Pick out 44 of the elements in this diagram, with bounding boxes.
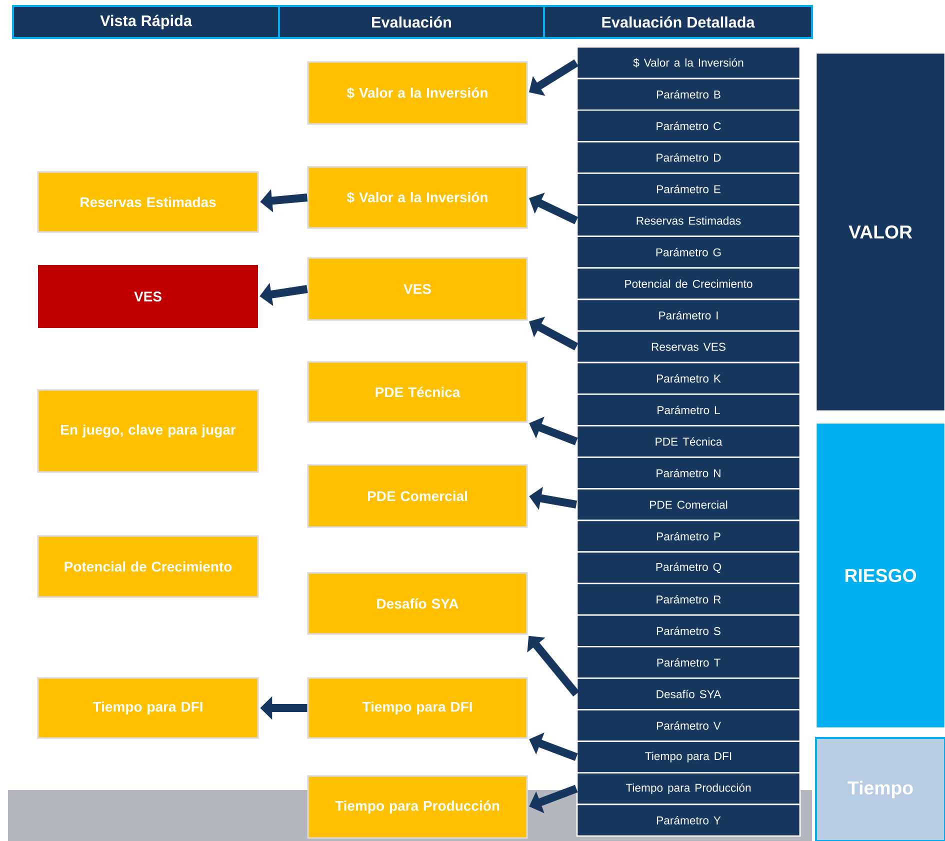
parameter-row: Parámetro S <box>576 614 801 648</box>
parameter-row: Parámetro K <box>576 362 801 395</box>
parameter-row: Parámetro P <box>576 520 801 553</box>
parameter-row: Tiempo para DFI <box>576 740 801 774</box>
parameter-row: Parámetro T <box>576 646 801 679</box>
parameter-row: Parámetro B <box>576 78 801 111</box>
parameter-row: $ Valor a la Inversión <box>576 46 801 80</box>
evaluation-box: PDE Técnica <box>307 361 528 423</box>
parameter-row: Parámetro E <box>576 172 801 206</box>
parameter-row: Parámetro V <box>576 709 801 742</box>
evaluation-box: Tiempo para Producción <box>307 775 528 839</box>
parameter-row: Reservas VES <box>576 330 801 364</box>
header-cell: Evaluación Detallada <box>543 5 813 39</box>
summary-box: VES <box>38 265 258 328</box>
summary-box: En juego, clave para jugar <box>37 389 259 473</box>
parameter-row: Parámetro R <box>576 582 801 616</box>
evaluation-box: $ Valor a la Inversión <box>307 166 528 229</box>
parameter-row: Potencial de Crecimiento <box>576 267 801 300</box>
category-band: VALOR <box>815 52 945 412</box>
header-cell: Evaluación <box>278 5 545 39</box>
parameter-row: Parámetro C <box>576 109 801 142</box>
parameter-row: Parámetro Q <box>576 551 801 584</box>
parameter-row: Parámetro L <box>576 393 801 426</box>
summary-box: Reservas Estimadas <box>37 171 259 233</box>
parameter-row: PDE Comercial <box>576 488 801 522</box>
parameter-row: Tiempo para Producción <box>576 772 801 806</box>
category-band: RIESGO <box>815 422 945 729</box>
parameter-row: Parámetro G <box>576 236 801 269</box>
summary-box: Tiempo para DFI <box>37 677 259 739</box>
parameter-row: PDE Técnica <box>576 425 801 458</box>
header-cell: Vista Rápida <box>12 5 280 39</box>
evaluation-box: Desafío SYA <box>307 572 528 635</box>
parameter-row: Parámetro Y <box>576 804 801 837</box>
parameter-row: Desafío SYA <box>576 678 801 710</box>
evaluation-box: VES <box>307 257 528 321</box>
evaluation-box: $ Valor a la Inversión <box>307 61 528 125</box>
evaluation-box: Tiempo para DFI <box>307 677 528 739</box>
evaluation-box: PDE Comercial <box>307 464 528 528</box>
category-band: Tiempo <box>815 736 945 841</box>
parameter-row: Parámetro N <box>576 456 801 490</box>
parameter-row: Reservas Estimadas <box>576 204 801 238</box>
parameter-row: Parámetro D <box>576 141 801 174</box>
summary-box: Potencial de Crecimiento <box>37 535 259 598</box>
parameter-row: Parámetro I <box>576 298 801 332</box>
